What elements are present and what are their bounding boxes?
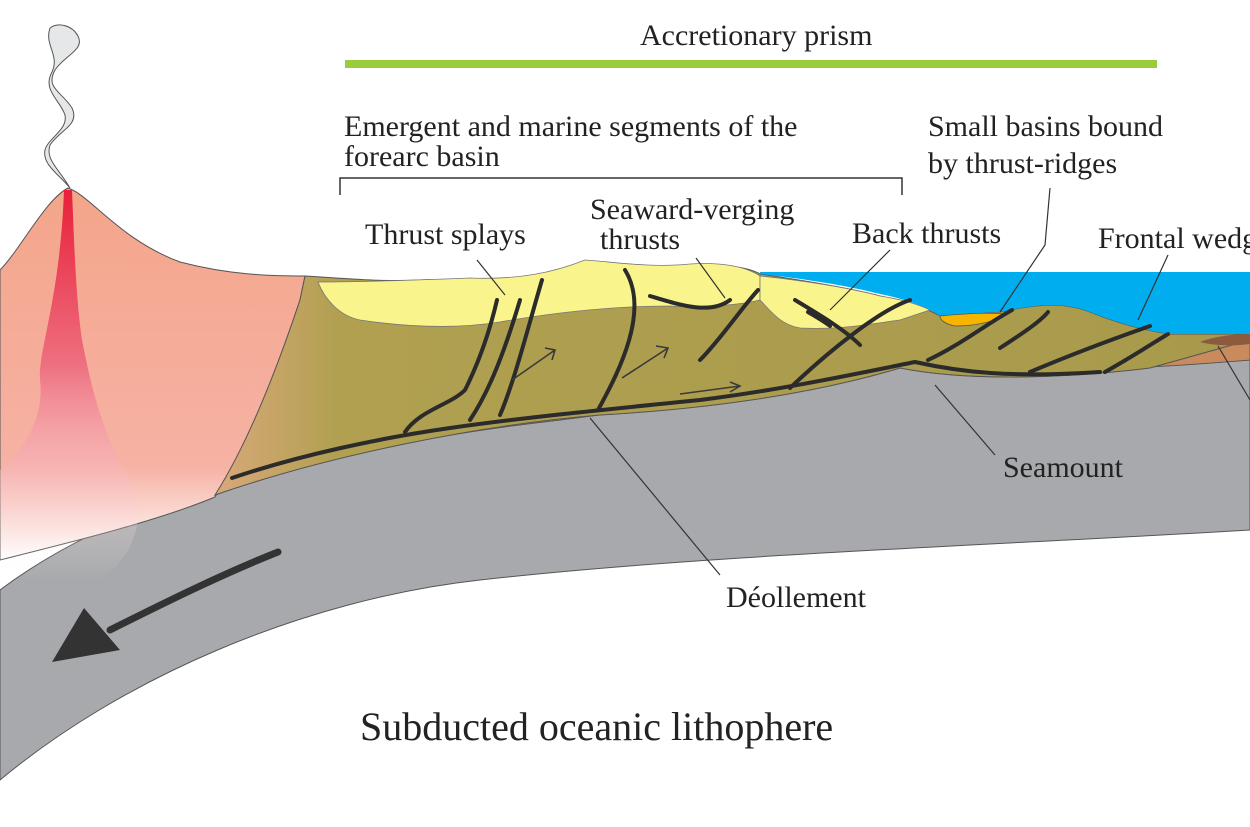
label-seaward-line1: Seaward-verging xyxy=(590,193,794,226)
label-thrust-splays: Thrust splays xyxy=(365,218,526,251)
small-basin-fill xyxy=(939,312,1007,327)
label-back-thrusts: Back thrusts xyxy=(852,217,1001,250)
thrust-splay-2 xyxy=(468,298,522,422)
label-subducted-lithosphere: Subducted oceanic lithophere xyxy=(360,704,833,749)
leader-seamount xyxy=(934,384,996,456)
label-seamount: Seamount xyxy=(1003,451,1124,484)
frontal-thrust-3 xyxy=(1028,324,1152,374)
seaward-thrust-1 xyxy=(596,268,637,412)
leader-frontal-lower xyxy=(1217,345,1250,401)
leader-decollement xyxy=(589,417,721,576)
frontal-thrust-1 xyxy=(926,308,1014,362)
leader-back-thrusts xyxy=(829,249,891,311)
label-small-basins-line1: Small basins bound xyxy=(928,110,1163,143)
frontal-thrust-2 xyxy=(998,310,1050,350)
leader-thrust-splays xyxy=(476,259,506,296)
label-seaward-line2: thrusts xyxy=(600,223,680,256)
leader-frontal-wedge xyxy=(1137,254,1169,321)
subduction-direction-arrow-icon xyxy=(52,548,282,662)
magma-conduit xyxy=(0,190,139,580)
label-forearc-line2: forearc basin xyxy=(344,140,500,173)
label-forearc-line1: Emergent and marine segments of the xyxy=(344,110,797,143)
leader-small-basins xyxy=(999,187,1051,313)
slip-arrows xyxy=(511,345,742,395)
seaward-thrust-4 xyxy=(788,298,912,390)
leader-seaward-thrusts xyxy=(695,257,726,299)
back-thrust-2 xyxy=(806,310,832,328)
seaward-thrust-3 xyxy=(698,288,760,362)
frontal-basin-fill xyxy=(1200,334,1250,346)
sea xyxy=(760,272,1250,334)
accretionary-prism-bar xyxy=(345,60,1157,68)
label-frontal-wedge: Frontal wedge xyxy=(1098,222,1250,255)
back-thrust-1 xyxy=(793,298,862,347)
frontal-thrust-4 xyxy=(1103,332,1170,374)
volcanic-plume-icon xyxy=(44,24,80,189)
label-decollement: Déollement xyxy=(726,581,867,614)
decollement-fault xyxy=(230,360,1102,480)
thrust-splay-1 xyxy=(403,298,499,434)
forearc-sediment-marine xyxy=(759,275,932,329)
thrust-splay-3 xyxy=(498,278,544,417)
seaward-thrust-2 xyxy=(648,294,732,310)
label-small-basins-line2: by thrust-ridges xyxy=(928,147,1117,180)
forearc-bracket xyxy=(339,177,903,195)
label-accretionary-prism: Accretionary prism xyxy=(640,19,872,52)
